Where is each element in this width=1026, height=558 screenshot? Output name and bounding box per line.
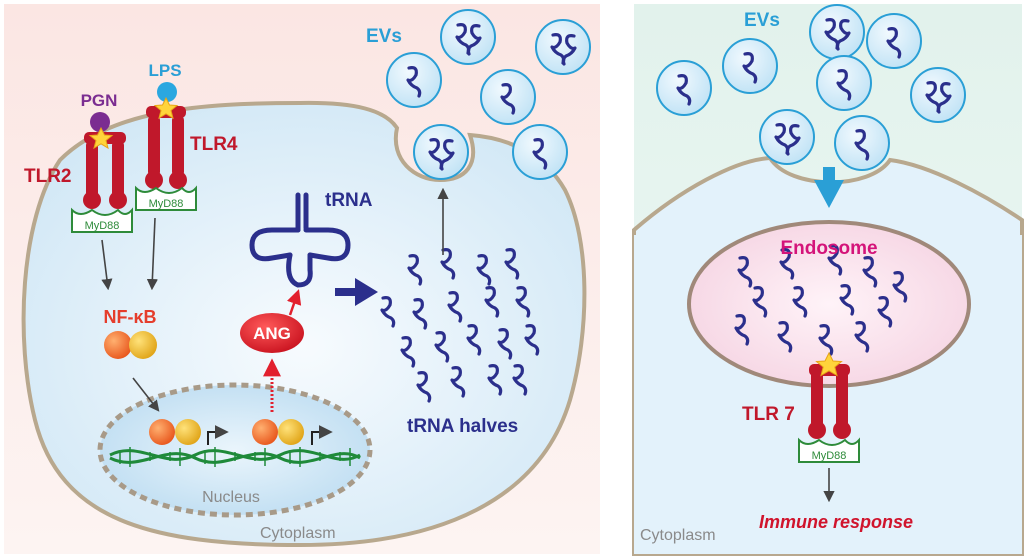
dna-helix — [109, 447, 361, 467]
arrow-ang-cleaves-trna — [286, 289, 302, 316]
evs-label-right: EVs — [744, 10, 780, 31]
lps-label: LPS — [148, 61, 181, 80]
left-panel: PGN LPS TLR2 TLR4 MyD88 MyD88 NF-κB ANG … — [4, 4, 600, 554]
nfkb-dimer-on-dna-1 — [149, 419, 201, 445]
ev-vesicle — [759, 109, 815, 165]
transcription-arrow-2 — [311, 425, 333, 445]
arrow-trna-to-halves — [335, 278, 378, 306]
ev-vesicle — [656, 60, 712, 116]
ev-vesicle — [386, 52, 442, 108]
pgn-ligand — [90, 112, 110, 132]
tlr7-receptor — [808, 364, 851, 439]
evs-label-left: EVs — [366, 26, 402, 47]
endosome — [687, 220, 971, 388]
ev-vesicle — [834, 115, 890, 171]
trna-cloverleaf — [249, 192, 351, 288]
tlr7-binding-star — [815, 351, 843, 377]
ev-vesicle — [866, 13, 922, 69]
ev-vesicles-right — [656, 4, 966, 171]
myd88-label-3: MyD88 — [812, 450, 847, 462]
nfkb-dimer-on-dna-2 — [252, 419, 304, 445]
arrow-nfkb-to-nucleus — [132, 377, 160, 412]
ev-vesicle — [413, 124, 469, 180]
myd88-label-2: MyD88 — [149, 198, 184, 210]
nfkb-dimer-cytoplasm — [104, 331, 157, 359]
nfkb-label: NF-κB — [103, 307, 156, 327]
myd88-label-1: MyD88 — [85, 220, 120, 232]
ev-vesicle — [440, 9, 496, 65]
immune-response-label: Immune response — [759, 512, 913, 532]
tlr2-label: TLR2 — [24, 166, 72, 187]
ev-vesicle — [535, 19, 591, 75]
tlr7-label: TLR 7 — [742, 404, 795, 425]
lps-ligand — [157, 82, 177, 102]
ev-vesicle — [816, 55, 872, 111]
myd88-adapter-2 — [135, 185, 197, 211]
arrow-tlr2-to-nfkb — [101, 239, 113, 291]
nucleus — [97, 382, 373, 518]
trna-halves-label: tRNA halves — [407, 416, 518, 437]
myd88-adapter-3 — [798, 437, 860, 463]
right-panel: EVs Endosome TLR 7 MyD88 Immune response… — [632, 4, 1024, 556]
lps-binding-star — [153, 96, 179, 120]
transcription-arrow-1 — [207, 425, 229, 445]
ev-vesicles-left — [386, 9, 591, 180]
pgn-label: PGN — [81, 91, 118, 110]
pgn-binding-star — [88, 126, 114, 150]
ev-vesicle — [480, 69, 536, 125]
ang-label: ANG — [253, 324, 291, 343]
ev-vesicle — [809, 4, 865, 60]
ev-vesicle — [910, 67, 966, 123]
arrow-tlr4-to-nfkb — [146, 217, 158, 291]
ang-enzyme — [240, 313, 304, 353]
cytoplasm-label-left: Cytoplasm — [260, 525, 336, 542]
tlr4-label: TLR4 — [190, 134, 238, 155]
arrow-ev-uptake — [814, 167, 844, 208]
ev-vesicle — [512, 124, 568, 180]
trna-label: tRNA — [325, 190, 373, 211]
ev-vesicle — [722, 38, 778, 94]
myd88-adapter-1 — [71, 207, 133, 233]
cytoplasm-label-right: Cytoplasm — [640, 527, 716, 544]
nucleus-label: Nucleus — [202, 489, 260, 506]
endosome-label: Endosome — [780, 238, 877, 259]
